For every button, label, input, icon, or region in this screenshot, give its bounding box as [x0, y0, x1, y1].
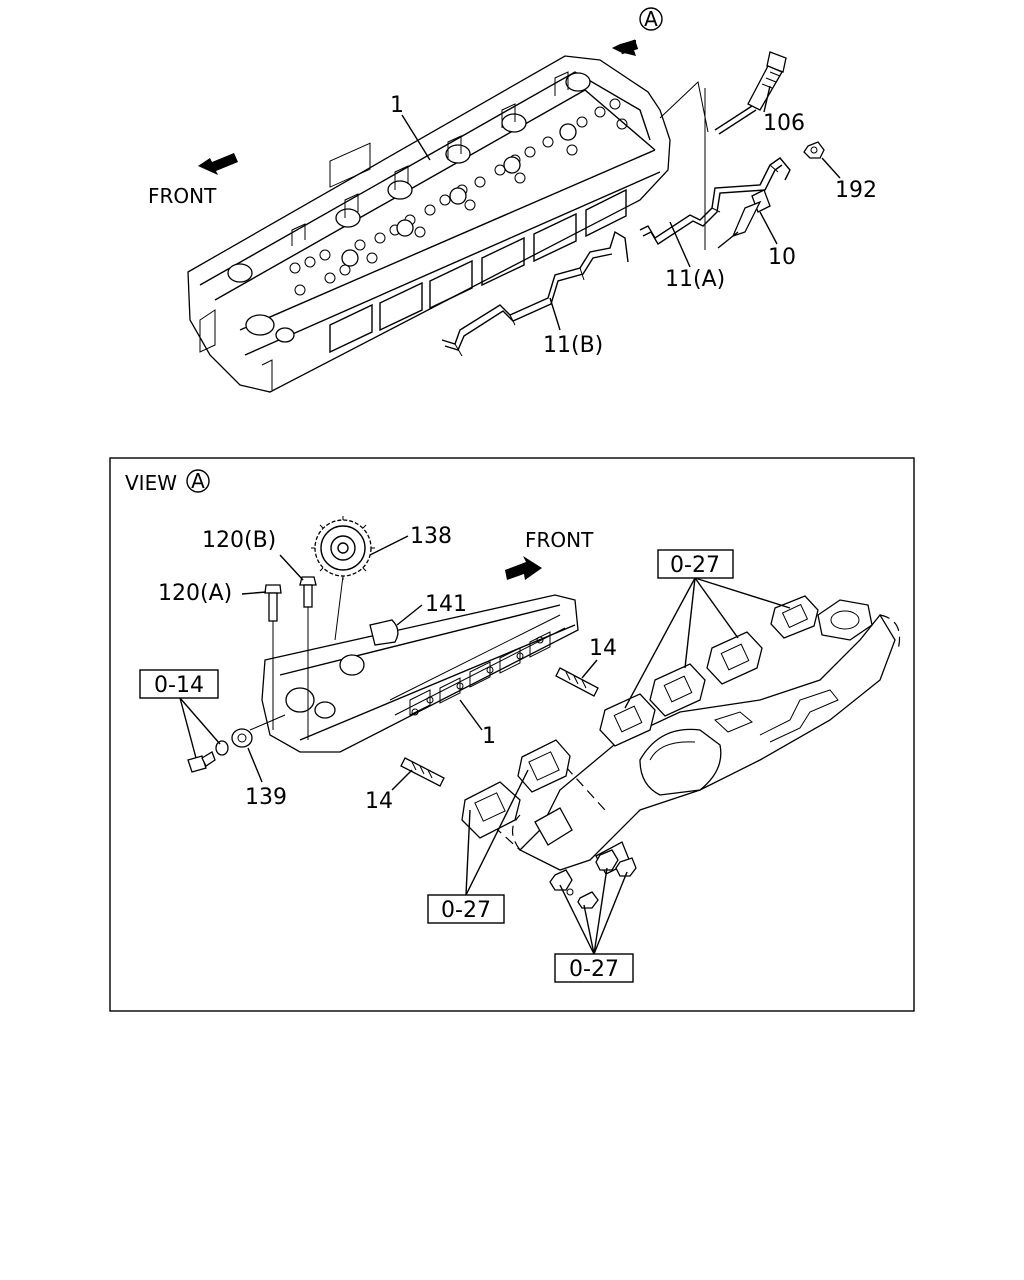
svg-text:0-27: 0-27 — [441, 898, 491, 923]
front-arrow-top — [198, 153, 238, 175]
ref-box-0-27-left: 0-27 — [427, 769, 529, 924]
front-arrow-bottom — [505, 556, 542, 580]
gasket-right-3 — [706, 631, 763, 685]
part-11a-pipe — [639, 157, 791, 245]
callout-11b: 11(B) — [543, 333, 603, 358]
view-a-frame — [109, 457, 915, 1012]
part-141-cover — [369, 619, 399, 646]
front-label-top: FRONT — [148, 184, 217, 208]
svg-text:A: A — [191, 469, 205, 493]
callout-14-left: 14 — [365, 789, 393, 814]
gasket-right-1 — [599, 693, 656, 747]
top-assembly: A FRONT — [148, 7, 877, 393]
view-label: VIEW — [125, 471, 177, 495]
gasket-right-4 — [770, 595, 819, 639]
callout-1-top: 1 — [390, 93, 404, 118]
leader-1-top — [401, 114, 431, 161]
nuts-group — [549, 849, 637, 909]
callout-11a: 11(A) — [665, 267, 725, 292]
svg-text:A: A — [644, 7, 658, 31]
washer — [215, 740, 229, 756]
callout-138: 138 — [410, 524, 452, 549]
gasket-left-2 — [517, 739, 571, 793]
part-192-nut — [803, 141, 825, 159]
view-a-marker-top: A — [639, 7, 663, 31]
svg-text:0-14: 0-14 — [154, 673, 204, 698]
cylinder-head-top — [187, 55, 671, 393]
part-138-gear — [311, 516, 375, 641]
part-120a-bolt — [264, 584, 282, 730]
callout-120a: 120(A) — [158, 581, 232, 606]
part-139-plug — [231, 714, 286, 748]
callout-192: 192 — [835, 178, 877, 203]
part-10-glow-plug — [717, 189, 771, 249]
callout-10: 10 — [768, 245, 796, 270]
ref-box-0-14: 0-14 — [139, 669, 221, 759]
part-120b-bolt — [299, 576, 317, 740]
gasket-left-1 — [461, 781, 521, 839]
ref-box-0-27-top: 0-27 — [624, 549, 791, 709]
callout-141: 141 — [425, 592, 467, 617]
callout-120b: 120(B) — [202, 528, 276, 553]
view-a-panel: VIEW A FRONT — [109, 457, 915, 1012]
callout-106: 106 — [763, 111, 805, 136]
view-direction-arrow-top — [612, 39, 639, 56]
svg-text:0-27: 0-27 — [569, 957, 619, 982]
callout-1-bottom: 1 — [482, 724, 496, 749]
cylinder-head-bottom — [261, 594, 579, 753]
gasket-right-2 — [649, 663, 706, 717]
phantom-line — [659, 81, 709, 133]
view-a-marker-bottom: A — [186, 469, 210, 493]
svg-text:0-27: 0-27 — [670, 553, 720, 578]
bolt-small — [187, 751, 216, 773]
ref-box-0-27-bottom: 0-27 — [554, 867, 634, 983]
callout-14-right: 14 — [589, 636, 617, 661]
part-14-stud-right — [555, 667, 599, 697]
part-14-stud-left — [400, 757, 445, 787]
callout-139: 139 — [245, 785, 287, 810]
part-106-bolt — [714, 51, 787, 135]
front-label-bottom: FRONT — [525, 528, 594, 552]
part-11b-pipe — [441, 230, 629, 357]
